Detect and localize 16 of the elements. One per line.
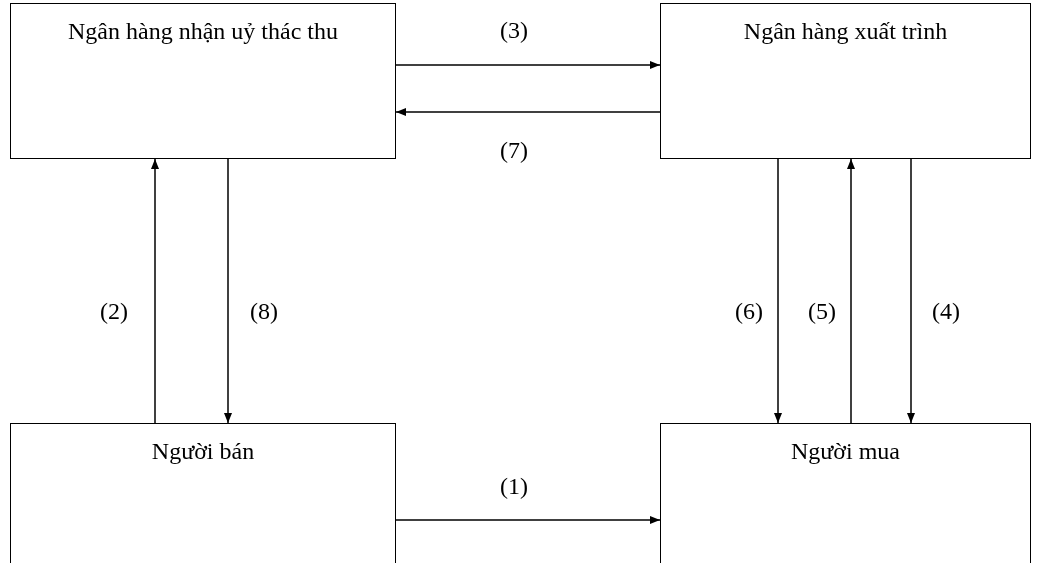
arrow	[151, 158, 159, 424]
node-label: Ngân hàng nhận uỷ thác thu	[67, 17, 339, 46]
arrow	[395, 516, 661, 524]
arrow	[774, 158, 782, 424]
process-box	[10, 423, 396, 563]
arrow	[907, 158, 915, 424]
node-label: Ngân hàng xuất trình	[742, 17, 949, 46]
process-box	[660, 423, 1031, 563]
node-label: Người mua	[790, 437, 901, 466]
arrow	[847, 158, 855, 424]
node-label: Người bán	[150, 437, 256, 466]
arrow	[395, 61, 661, 69]
arrow	[395, 108, 661, 116]
arrow	[224, 158, 232, 424]
process-box	[660, 3, 1031, 159]
process-box	[10, 3, 396, 159]
